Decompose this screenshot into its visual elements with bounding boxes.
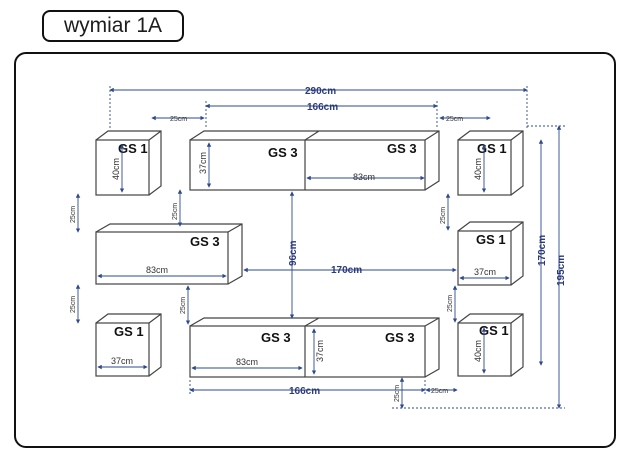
dim-bottom-vgap: 25cm: [394, 385, 401, 402]
label-bottom-long-right: GS 3: [385, 330, 415, 345]
label-tr: GS 1: [477, 141, 507, 156]
dim-right-height: 170cm: [537, 235, 548, 266]
label-bottom-long-left: GS 3: [261, 330, 291, 345]
dim-mid-right-width: 37cm: [474, 267, 496, 277]
cabinet-tr: [457, 130, 524, 196]
dim-bottom-long-height: 37cm: [315, 340, 325, 362]
dim-gap-top-right: 25cm: [446, 116, 463, 123]
dim-vgap-center-1: 25cm: [172, 203, 179, 220]
dim-bottom-half-width: 83cm: [236, 357, 258, 367]
dim-center-span: 170cm: [331, 265, 362, 276]
dim-vgap-center-2: 25cm: [180, 297, 187, 314]
dim-vgap-right-2: 25cm: [447, 295, 454, 312]
dim-bl-width: 37cm: [111, 356, 133, 366]
dim-long-width-top: 166cm: [307, 102, 338, 113]
diagram-frame: [14, 52, 616, 448]
dim-top-long-height: 37cm: [198, 152, 208, 174]
label-top-long-left: GS 3: [268, 145, 298, 160]
label-mid-left: GS 3: [190, 234, 220, 249]
dim-tr-height: 40cm: [473, 158, 483, 180]
cabinet-mid-right: [457, 221, 524, 286]
dim-top-half-width: 83cm: [353, 172, 375, 182]
cabinet-tl: [95, 130, 162, 196]
title-box: wymiar 1A: [42, 10, 184, 42]
dim-long-width-bottom: 166cm: [289, 386, 320, 397]
cabinet-br: [457, 313, 524, 377]
dim-mid-left-width: 83cm: [146, 265, 168, 275]
dim-tl-height: 40cm: [111, 158, 121, 180]
dim-full-height: 195cm: [556, 255, 567, 286]
cabinet-bottom-long: [189, 317, 440, 378]
page-title: wymiar 1A: [63, 14, 163, 37]
dim-bottom-hgap: 25cm: [431, 388, 448, 395]
dim-vgap-left-1: 25cm: [70, 206, 77, 223]
dim-total-width: 290cm: [305, 86, 336, 97]
dim-center-height: 96cm: [288, 240, 299, 266]
cabinet-bl: [95, 313, 162, 377]
label-bl: GS 1: [114, 324, 144, 339]
cabinet-top-long: [189, 130, 440, 191]
label-tl: GS 1: [118, 141, 148, 156]
dim-vgap-right-1: 25cm: [440, 207, 447, 224]
dim-br-height: 40cm: [473, 340, 483, 362]
cabinet-mid-left: [95, 223, 243, 285]
label-top-long-right: GS 3: [387, 141, 417, 156]
dim-vgap-left-2: 25cm: [70, 296, 77, 313]
dim-gap-top-left: 25cm: [170, 116, 187, 123]
label-br: GS 1: [479, 323, 509, 338]
label-mid-right: GS 1: [476, 232, 506, 247]
